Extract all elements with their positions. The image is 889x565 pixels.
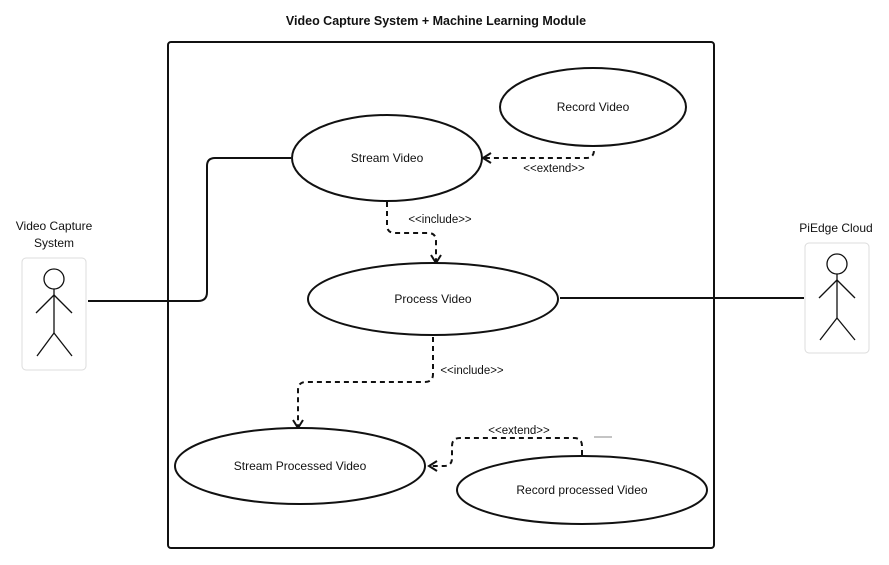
use-case-label: Stream Processed Video [234,459,367,473]
use-case-process-video: Process Video [307,262,559,336]
use-case-shape [291,114,483,202]
actor-video-capture-system: Video Capture System [16,219,93,371]
actor-piedge-cloud: PiEdge Cloud [799,221,873,354]
stick-figure-icon [818,253,856,341]
include-label-bottom: <<include>> [440,365,504,377]
use-case-shape [499,67,687,147]
diagram-title: Video Capture System + Machine Learning … [286,14,586,28]
include-label-top: <<include>> [408,214,472,226]
use-case-stream-video: Stream Video [291,114,483,202]
use-case-label: Process Video [394,292,471,306]
actor-label: PiEdge Cloud [799,221,872,235]
extend-label-bottom: <<extend>> [488,425,550,437]
use-case-record-processed-video: Record processed Video [456,455,708,525]
extend-label-top: <<extend>> [523,163,585,175]
use-case-stream-processed-video: Stream Processed Video [174,427,426,505]
use-case-record-video: Record Video [499,67,687,147]
use-case-shape [307,262,559,336]
stick-figure-icon [35,268,73,357]
actor-label-line-1: Video Capture [16,219,93,233]
use-case-label: Record processed Video [516,483,648,497]
actor-label-line-2: System [34,236,74,250]
association-left-actor-stream-video [88,157,291,302]
use-case-label: Stream Video [351,151,424,165]
extend-arrow-record-to-stream [481,124,595,164]
system-boundary [167,41,715,549]
include-arrow-process-to-stream-processed [292,337,434,430]
use-case-shape [456,455,708,525]
include-arrow-stream-to-process [386,202,442,265]
use-case-label: Record Video [557,100,630,114]
use-case-shape [174,427,426,505]
